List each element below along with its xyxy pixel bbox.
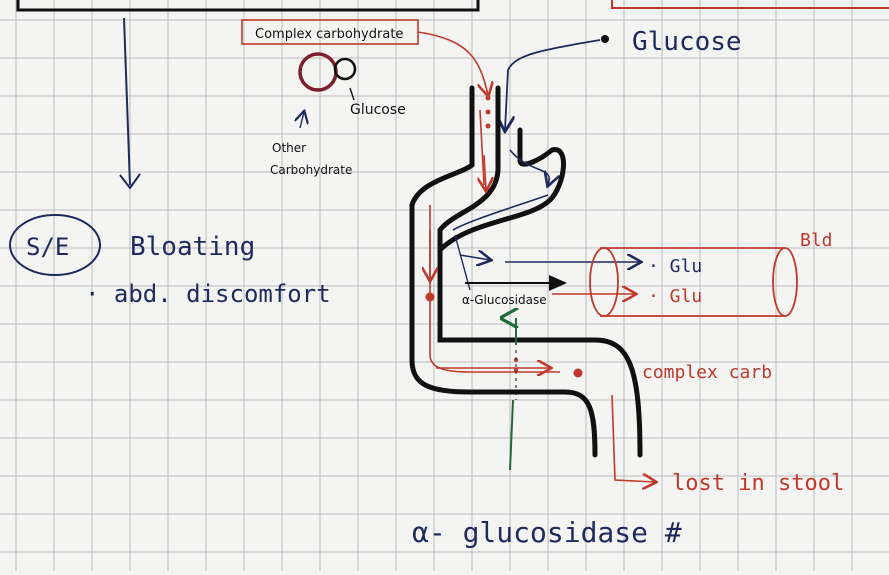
top-header-boxes bbox=[18, 0, 889, 10]
glucose-big-label: Glucose bbox=[632, 27, 742, 57]
carbohydrate-molecule-icon bbox=[300, 54, 355, 90]
glucose-small-label: Glucose bbox=[350, 102, 406, 118]
blood-label: Bld bbox=[800, 230, 833, 251]
glucose-dot bbox=[601, 35, 609, 43]
glu-label-1: · Glu bbox=[648, 256, 702, 277]
abd-discomfort-label: · abd. discomfort bbox=[85, 280, 331, 308]
bottom-caption: α- glucosidase # bbox=[412, 516, 682, 549]
red-dots bbox=[426, 96, 583, 378]
glu-label-2: · Glu bbox=[648, 286, 702, 307]
complex-carbohydrate-label: Complex carbohydrate bbox=[255, 27, 403, 42]
glucose-pointer bbox=[350, 88, 354, 100]
bloating-label: Bloating bbox=[130, 232, 255, 262]
glucose-path-line bbox=[455, 235, 470, 290]
lost-in-stool-label: lost in stool bbox=[672, 471, 844, 496]
enzyme-label: α-Glucosidase bbox=[462, 293, 547, 307]
glucose-absorb-arrow-1 bbox=[460, 255, 490, 260]
other-carbohydrate-label-2: Carbohydrate bbox=[270, 163, 352, 177]
complex-carb-label: complex carb bbox=[642, 362, 772, 383]
complex-carb-arrow bbox=[418, 32, 488, 95]
other-carb-pointer bbox=[300, 112, 304, 128]
other-carbohydrate-label-1: Other bbox=[272, 141, 306, 155]
side-effects-label: S/E bbox=[26, 233, 69, 261]
